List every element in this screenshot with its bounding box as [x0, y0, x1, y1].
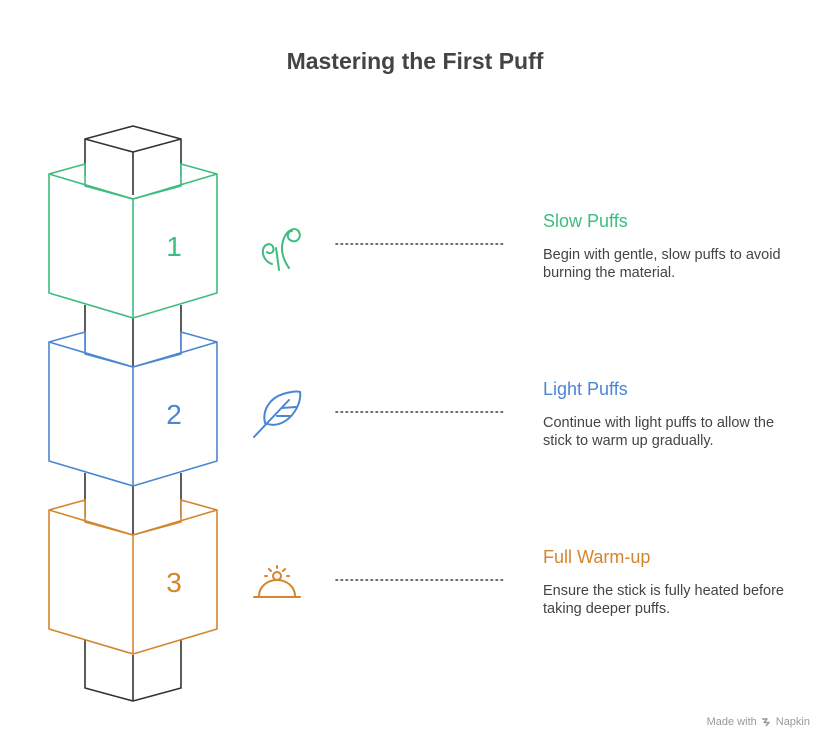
step-title-1: Slow Puffs — [543, 211, 628, 231]
step-description-2: Continue with light puffs to allow the s… — [543, 415, 775, 449]
page-title: Mastering the First Puff — [286, 48, 544, 74]
cube-1: 1 — [48, 163, 218, 319]
napkin-credit[interactable]: Made with Napkin — [707, 716, 810, 728]
stick-bottom — [84, 640, 182, 702]
cube-3: 3 — [48, 499, 218, 655]
credit-made-with: Made with — [706, 716, 757, 728]
step-title-2: Light Puffs — [543, 379, 628, 399]
step-number-2: 2 — [166, 399, 182, 430]
credit-brand: Napkin — [775, 716, 810, 728]
step-title-3: Full Warm-up — [543, 547, 651, 567]
step-description-3: Ensure the stick is fully heated before … — [543, 583, 784, 617]
step-number-3: 3 — [166, 567, 182, 598]
cube-2: 2 — [48, 331, 218, 487]
sunrise-icon — [253, 565, 301, 598]
spiral-smoke-icon — [261, 228, 301, 271]
napkin-logo-icon — [761, 717, 770, 726]
feather-icon — [253, 390, 302, 438]
step-description-1: Begin with gentle, slow puffs to avoid b… — [543, 247, 781, 281]
stick-top-face — [84, 125, 182, 153]
step-number-1: 1 — [166, 231, 182, 262]
